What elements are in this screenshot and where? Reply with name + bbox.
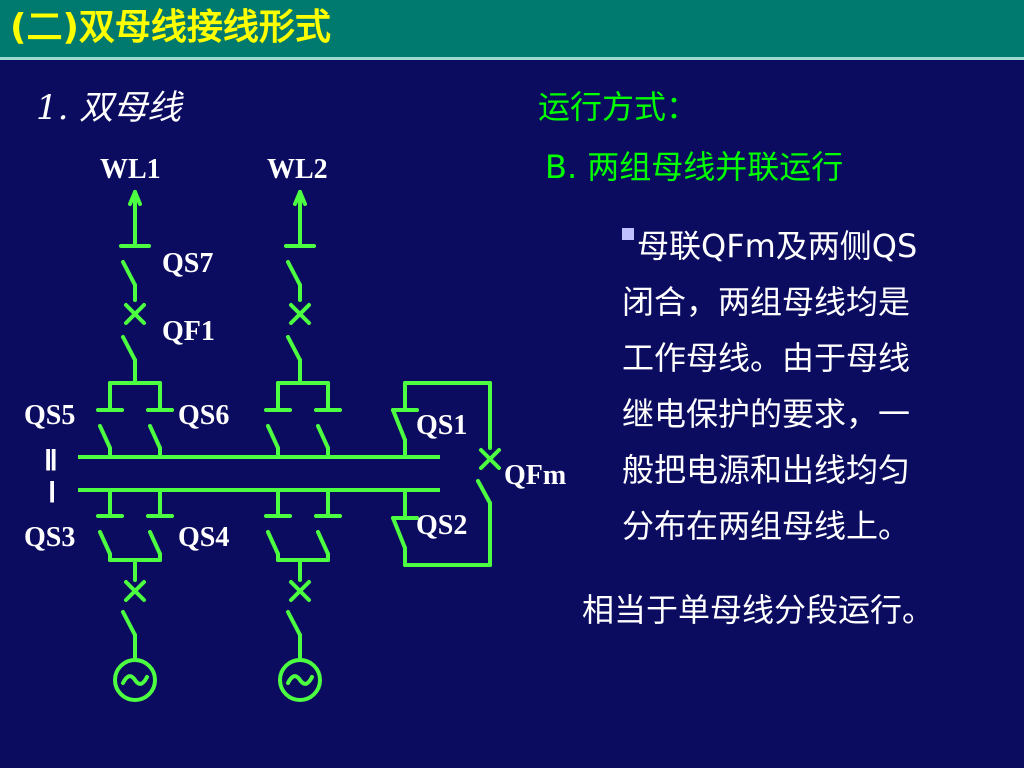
label-bus-2: Ⅱ [44,446,58,477]
description-line-4: 继电保护的要求，一 [622,395,911,433]
description-line-6: 分布在两组母线上。 [622,507,911,545]
label-bus-1: Ⅰ [48,478,56,509]
description-line-1-text: 母联QFm及两侧QS [637,227,918,265]
label-qf1: QF1 [162,316,215,347]
description-line-2: 闭合，两组母线均是 [622,283,911,321]
feeder-2-bottom [264,488,342,702]
label-qs2: QS2 [416,510,467,541]
title-bar: (二)双母线接线形式 [0,0,1024,60]
label-qs5: QS5 [24,400,75,431]
description-line-5: 般把电源和出线均匀 [622,451,911,489]
label-wl1: WL1 [100,154,161,185]
label-wl2: WL2 [267,154,328,185]
label-qs7: QS7 [162,248,213,279]
label-qs4: QS4 [178,522,229,553]
section-label: 1. 双母线 [36,88,182,128]
label-qfm: QFm [504,460,566,491]
feeder-wl1-top [96,190,174,459]
double-busbar-diagram: WL1 WL2 QS7 QF1 QS5 QS6 Ⅱ Ⅰ QS3 QS4 QS1 … [24,154,566,702]
feeder-wl2-top [264,190,342,459]
bus-coupler [391,381,501,567]
description-block: 母联QFm及两侧QS 闭合，两组母线均是 工作母线。由于母线 继电保护的要求，一… [622,218,1002,554]
description-line-1: 母联QFm及两侧QS [622,218,1002,274]
generator-2-icon [278,658,322,702]
operation-mode-option: B. 两组母线并联运行 [545,148,844,186]
page-title: (二)双母线接线形式 [10,7,331,48]
description-line-3: 工作母线。由于母线 [622,339,911,377]
summary-text: 相当于单母线分段运行。 [582,591,935,629]
operation-mode-heading: 运行方式： [538,88,699,126]
feeder-1-bottom [96,488,174,702]
label-qs1: QS1 [416,410,467,441]
label-qs3: QS3 [24,522,75,553]
label-qs6: QS6 [178,400,229,431]
generator-1-icon [113,658,157,702]
square-bullet-icon [622,228,634,240]
